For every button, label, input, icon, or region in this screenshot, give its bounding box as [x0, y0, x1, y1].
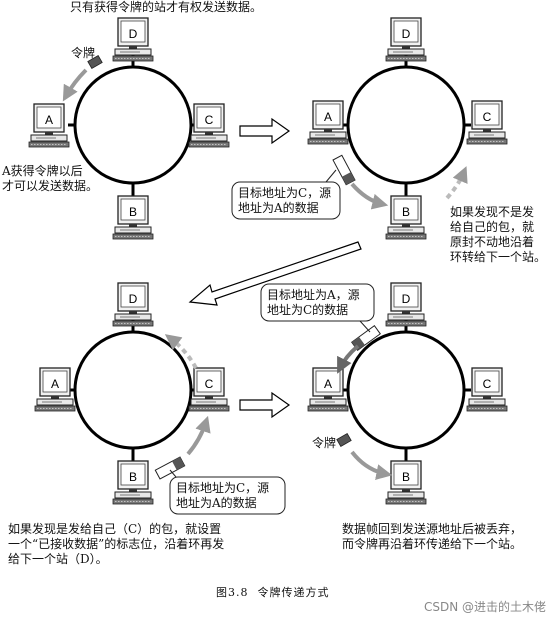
computer-b-icon: B — [112, 195, 154, 240]
callout-box — [260, 283, 375, 322]
svg-text:B: B — [402, 205, 410, 219]
forward-path-arrow — [445, 166, 468, 200]
svg-text:A: A — [324, 377, 332, 391]
figure-caption: 图3.8 令牌传递方式 — [216, 586, 330, 599]
computer-b-icon: B — [385, 195, 427, 240]
watermark: CSDN @进击的土木佬 — [424, 600, 547, 614]
step-arrow — [239, 391, 291, 419]
step-arrow — [188, 241, 362, 306]
svg-text:C: C — [483, 110, 492, 124]
computer-d-icon: D — [385, 17, 427, 62]
svg-text:D: D — [402, 27, 411, 41]
panel-2: D A C B — [231, 17, 508, 240]
computer-d-icon: D — [112, 282, 154, 327]
computer-c-icon: C — [466, 367, 508, 412]
data-packet-icon — [332, 154, 356, 186]
step-arrow — [239, 117, 291, 145]
computer-b-icon: B — [112, 460, 154, 505]
svg-text:C: C — [205, 113, 214, 127]
packet-path-arrow — [350, 182, 389, 210]
callout-box — [231, 181, 341, 220]
computer-c-icon: C — [188, 103, 230, 148]
panel4-token-label: 令牌 — [312, 436, 337, 450]
token-path-arrow — [62, 68, 88, 102]
callout-box — [169, 476, 286, 515]
panel3-callout-text: 目标地址为C，源 地址为A的数据 — [176, 481, 270, 510]
packet-path-arrow — [186, 415, 211, 456]
svg-text:B: B — [402, 470, 410, 484]
svg-text:D: D — [402, 292, 411, 306]
panel-3: D A C B — [34, 282, 286, 515]
svg-text:C: C — [205, 377, 214, 391]
svg-text:A: A — [45, 113, 53, 127]
svg-text:D: D — [129, 292, 138, 306]
panel1-note: A获得令牌以后 才可以发送数据。 — [2, 164, 99, 193]
panel2-note: 如果发现不是发 给自己的包，就 原封不动地沿着 环转给下一个站。 — [450, 205, 547, 264]
forward-path-arrow — [164, 334, 198, 369]
computer-a-icon: A — [28, 103, 70, 148]
panel3-note: 如果发现是发给自己（C）的包，就设置 一个“已接收数据”的标志位，沿着环再发 给… — [8, 522, 225, 566]
computer-d-icon: D — [112, 17, 154, 62]
svg-text:B: B — [129, 470, 137, 484]
computer-b-icon: B — [385, 460, 427, 505]
computer-c-icon: C — [466, 100, 508, 145]
panel4-note: 数据帧回到发送源地址后被丢弃， 而令牌再沿着环传递给下一个站。 — [342, 522, 523, 551]
header-text: 只有获得令牌的站才有权发送数据。 — [70, 0, 263, 14]
token-label: 令牌 — [71, 46, 96, 60]
svg-text:B: B — [129, 205, 137, 219]
ring-cable — [346, 65, 466, 185]
svg-text:C: C — [483, 377, 492, 391]
token-icon — [336, 432, 352, 448]
token-icon — [87, 54, 103, 70]
svg-text:A: A — [51, 377, 59, 391]
computer-d-icon: D — [385, 282, 427, 327]
panel-4: D A C B — [260, 282, 508, 505]
token-path-arrow — [350, 450, 393, 480]
ring-cable — [346, 330, 466, 450]
computer-a-icon: A — [34, 367, 76, 412]
panel4-callout-text: 目标地址为A，源 地址为C的数据 — [267, 288, 360, 317]
computer-a-icon: A — [307, 100, 349, 145]
ring-cable — [73, 330, 193, 450]
data-packet-icon — [154, 456, 186, 480]
computer-a-icon: A — [307, 367, 349, 412]
svg-text:D: D — [129, 27, 138, 41]
packet-path-arrow — [337, 344, 360, 374]
computer-c-icon: C — [188, 367, 230, 412]
panel2-callout-text: 目标地址为C，源 地址为A的数据 — [238, 186, 332, 215]
panel-1: D A C B — [28, 17, 230, 240]
svg-text:A: A — [324, 110, 332, 124]
